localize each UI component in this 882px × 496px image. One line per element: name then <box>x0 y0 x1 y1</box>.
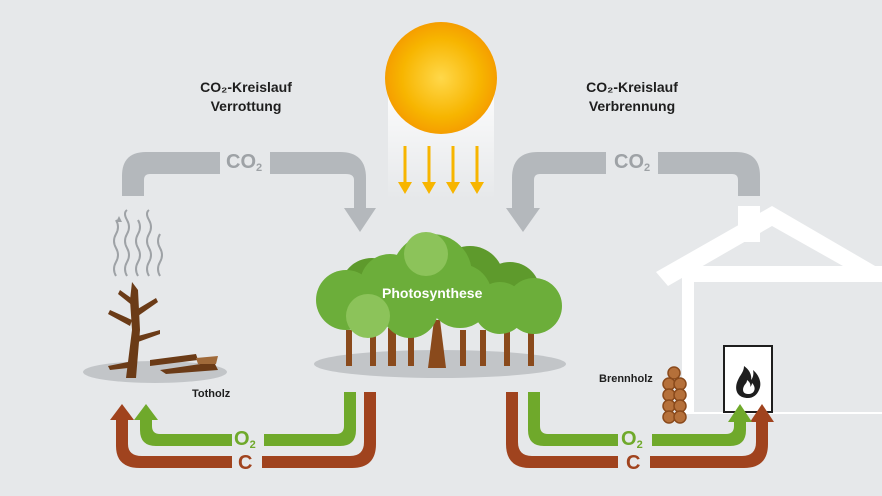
left-o2-sub: 2 <box>249 439 256 451</box>
left-o2-main: O <box>234 428 250 450</box>
right-cycle-title-line2: Verbrennung <box>588 98 676 114</box>
carbon-arrow-right <box>506 392 774 468</box>
left-cycle-title-line2: Verrottung <box>210 98 282 114</box>
left-cycle-title: CO₂-Kreislauf Verrottung <box>186 78 306 116</box>
left-cycle-title-line1: CO₂-Kreislauf <box>200 79 292 95</box>
right-o2-label: O2 <box>621 428 643 451</box>
deadwood-label: Totholz <box>192 388 231 400</box>
co2-arrow-left <box>122 152 376 232</box>
forest-icon <box>316 232 562 368</box>
firewood-label: Brennholz <box>599 373 653 385</box>
carbon-arrow-left <box>110 392 376 468</box>
right-cycle-title: CO₂-Kreislauf Verbrennung <box>572 78 692 116</box>
photosynthesis-label: Photosynthese <box>382 285 483 301</box>
co2-arrow-right <box>506 152 760 232</box>
right-o2-sub: 2 <box>636 439 643 451</box>
firewood-stack-icon <box>662 366 687 424</box>
left-carbon-label: C <box>238 452 253 474</box>
right-co2-sub: 2 <box>644 162 651 174</box>
house-icon <box>656 206 882 414</box>
right-o2-main: O <box>621 428 637 450</box>
right-co2-main: CO <box>614 151 644 173</box>
left-co2-sub: 2 <box>256 162 263 174</box>
fire-icon <box>736 366 761 398</box>
sun-icon <box>385 22 497 134</box>
left-o2-label: O2 <box>234 428 256 451</box>
sunray-arrow-icon <box>398 146 484 194</box>
oxygen-arrow-left <box>134 392 356 446</box>
right-cycle-title-line1: CO₂-Kreislauf <box>586 79 678 95</box>
dead-tree-icon <box>108 282 218 378</box>
right-co2-label: CO2 <box>614 151 650 174</box>
right-carbon-label: C <box>626 452 641 474</box>
oxygen-arrow-right <box>528 392 752 446</box>
steam-icon <box>113 209 163 277</box>
left-co2-label: CO2 <box>226 151 262 174</box>
left-co2-main: CO <box>226 151 256 173</box>
